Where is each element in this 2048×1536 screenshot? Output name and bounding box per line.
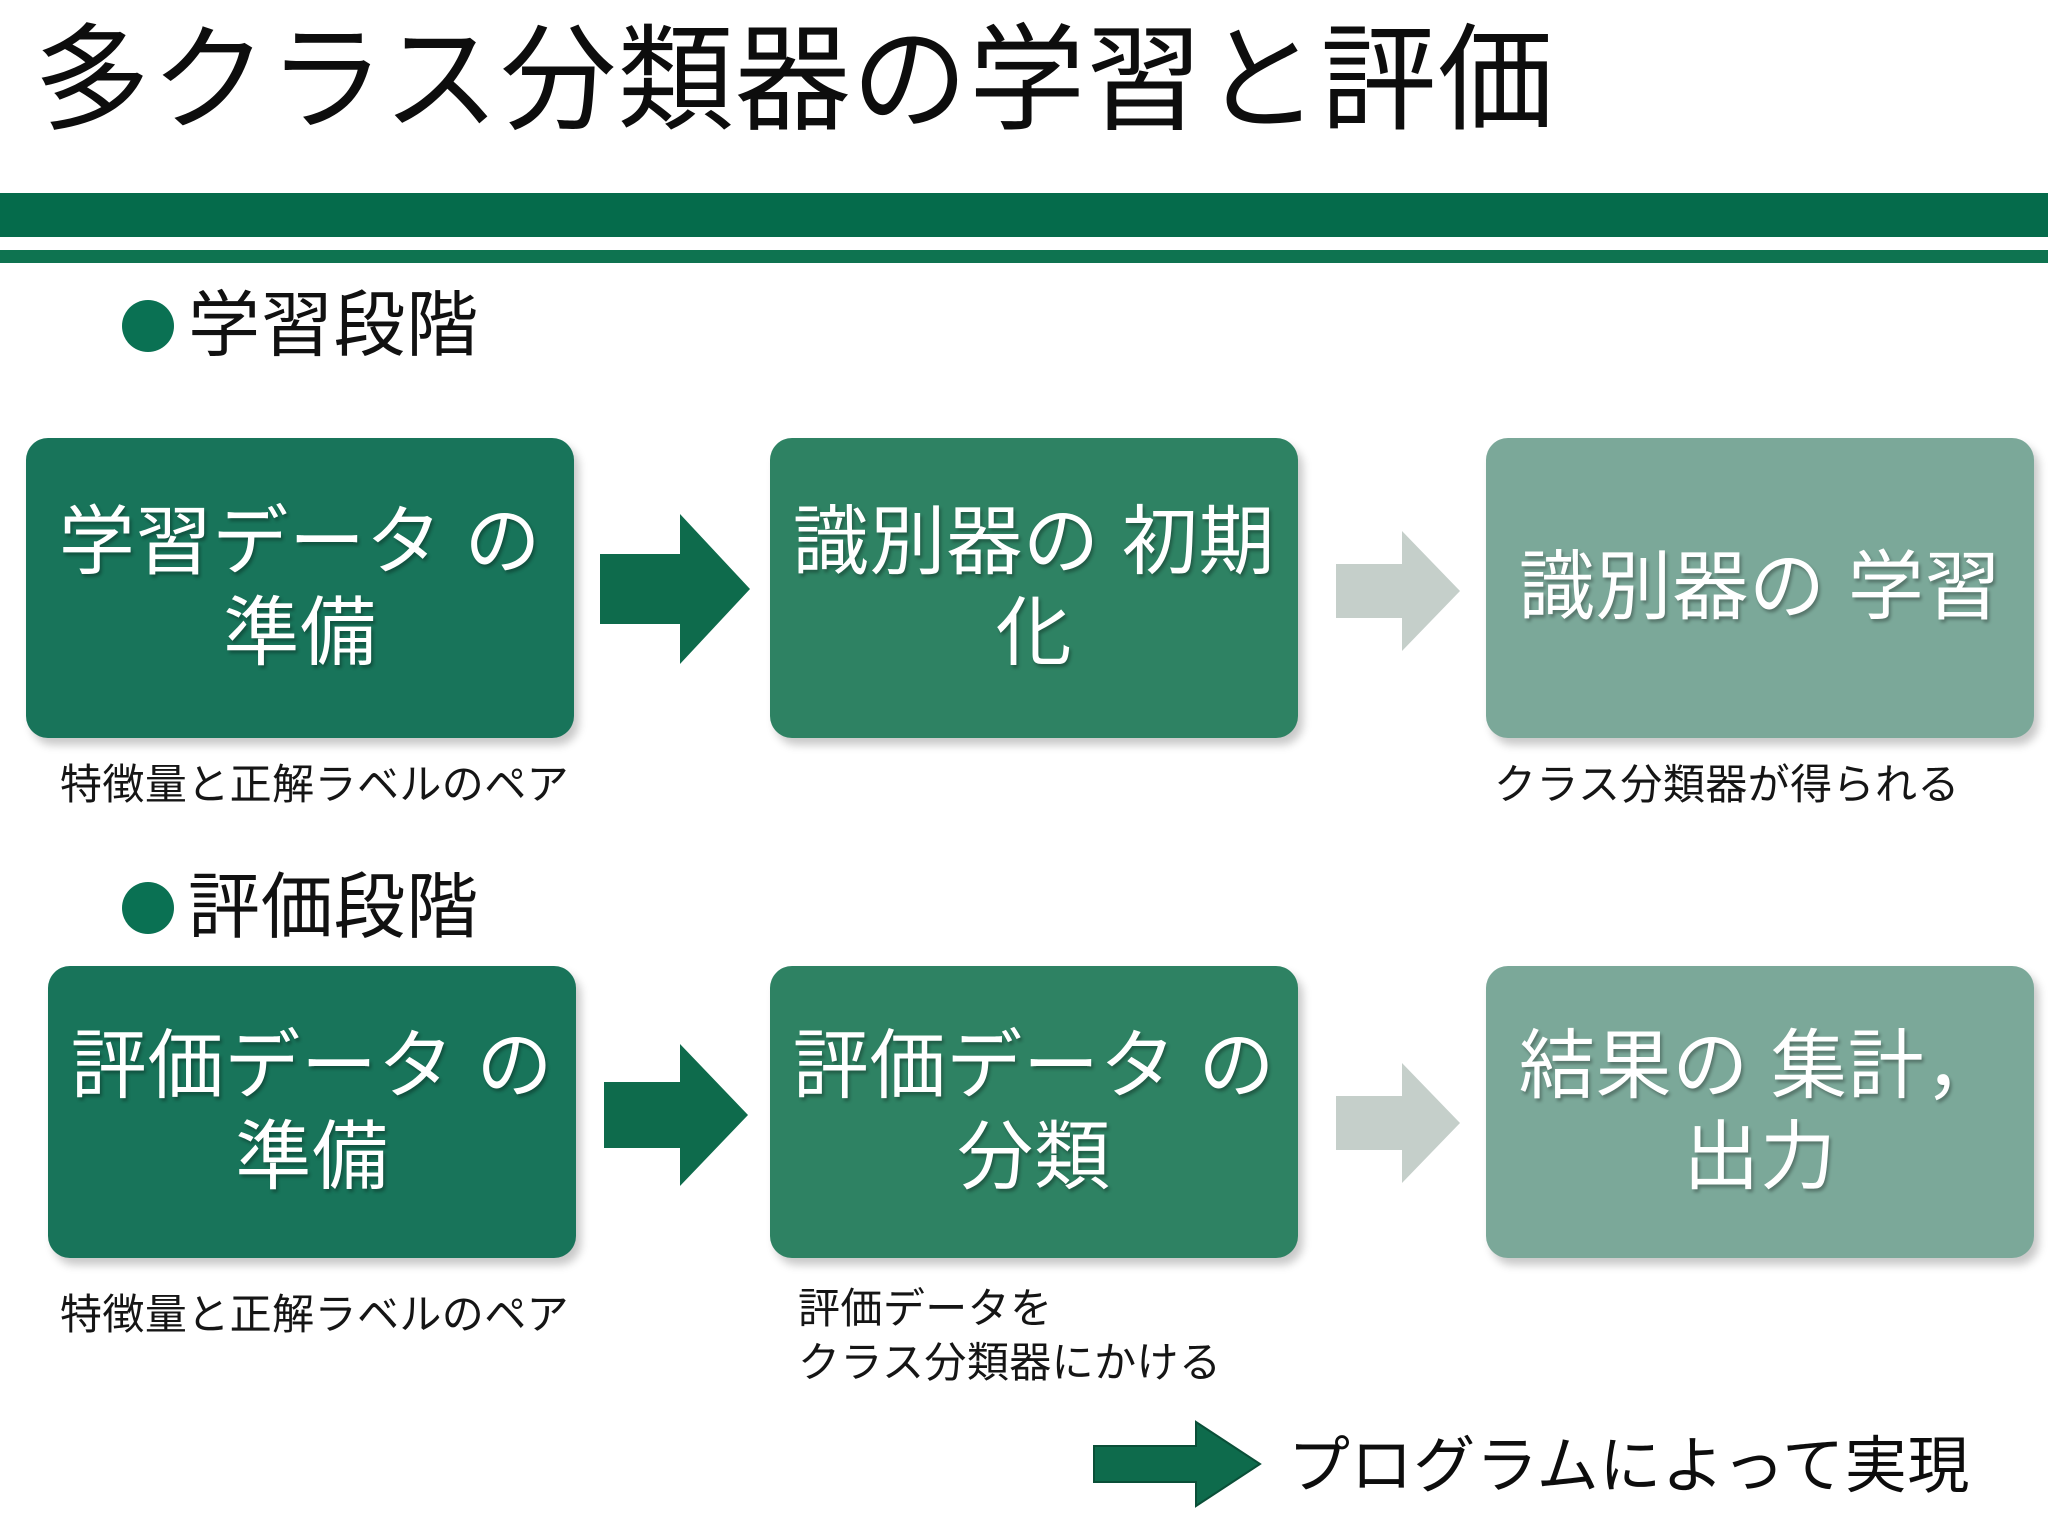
section-heading-eval-label: 評価段階 [188,868,479,948]
flow-box-aggregate[interactable]: 結果の 集計，出力 [1486,966,2034,1258]
flow-box-aggregate-label: 結果の 集計，出力 [1518,1023,2002,1200]
flow-box-train-data[interactable]: 学習データ の準備 [26,438,574,738]
caption-train-clf: クラス分類器が得られる [1494,761,1960,808]
legend: プログラムによって実現 [1092,1420,1970,1513]
right-arrow-icon [604,1040,750,1190]
flow-box-eval-data[interactable]: 評価データ の準備 [48,966,576,1258]
caption-eval-data: 特徴量と正解ラベルのペア [60,1291,570,1338]
flow-box-eval-data-label: 評価データ の準備 [70,1023,554,1200]
legend-label: プログラムによって実現 [1288,1431,1971,1501]
flow-box-init-label: 識別器の 初期化 [792,499,1276,676]
flow-box-classify-label: 評価データ の分類 [792,1023,1276,1200]
flow-box-init[interactable]: 識別器の 初期化 [770,438,1298,738]
flow-box-train-data-label: 学習データ の準備 [58,499,542,676]
title-rule-thick [0,193,2048,237]
section-heading-train: 学習段階 [122,290,479,362]
filled-circle-bullet-icon [122,300,174,352]
title-rule-thin [0,250,2048,263]
flow-box-train-clf[interactable]: 識別器の 学習 [1486,438,2034,738]
filled-circle-bullet-icon [122,882,174,934]
right-arrow-icon [1336,528,1462,654]
caption-classify: 評価データを クラス分類器にかける [798,1285,1222,1386]
caption-train-data: 特徴量と正解ラベルのペア [60,761,570,808]
right-arrow-icon [600,510,752,668]
flow-box-train-clf-label: 識別器の 学習 [1518,545,2002,631]
section-heading-train-label: 学習段階 [188,286,479,366]
page-title: 多クラス分類器の学習と評価 [34,15,1555,145]
right-arrow-icon [1092,1420,1262,1513]
flow-box-classify[interactable]: 評価データ の分類 [770,966,1298,1258]
section-heading-eval: 評価段階 [122,872,479,944]
right-arrow-icon [1336,1060,1462,1186]
